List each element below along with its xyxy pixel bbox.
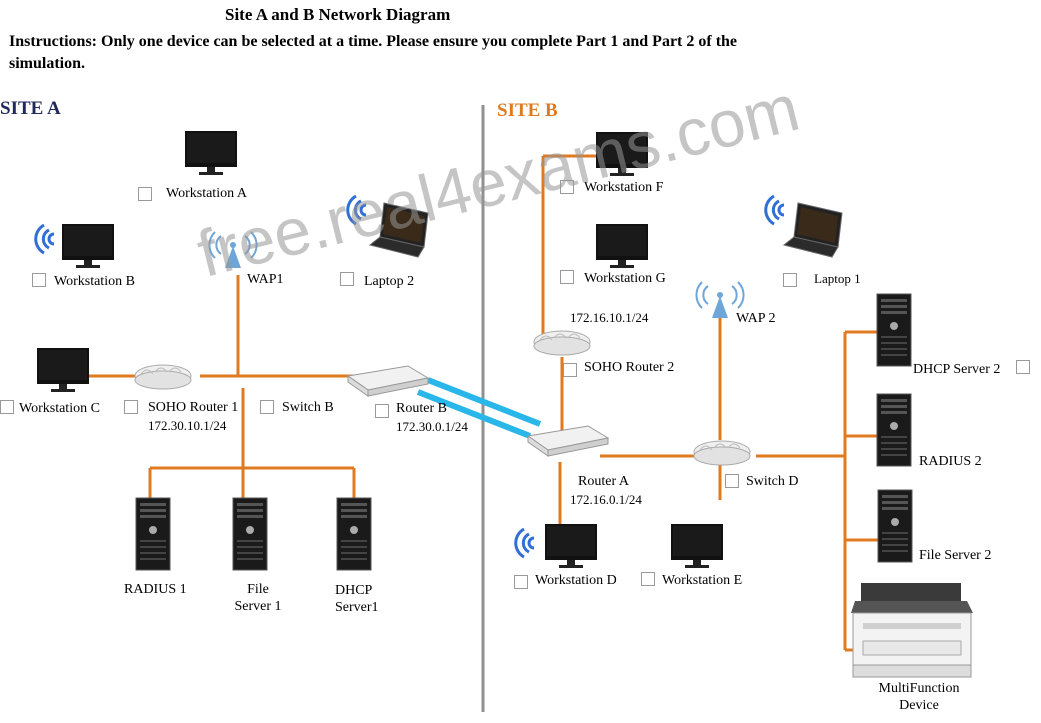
checkbox-workstation-g[interactable] [560,270,574,284]
label-wap1: WAP1 [247,272,284,287]
page-title: Site A and B Network Diagram [225,5,451,24]
file-server-1-server [232,497,268,571]
dhcp-server1-server [336,497,372,571]
label-workstation-f: Workstation F [584,180,664,195]
site-b-cables [541,154,878,652]
radius-2-server [876,393,912,467]
workstation-b-wifi-icon [34,223,56,255]
label-dhcp-server1-line1: DHCP [335,583,373,598]
label-workstation-e: Workstation E [662,573,743,588]
soho-router-2-icon [533,330,591,356]
ip-router-b: 172.30.0.1/24 [396,419,468,434]
instructions-text: Instructions: Only one device can be sel… [9,33,738,72]
label-soho-router-1: SOHO Router 1 [148,400,239,415]
checkbox-workstation-b[interactable] [32,273,46,287]
ip-soho-router-2: 172.16.10.1/24 [570,310,649,325]
label-laptop-1: Laptop 1 [814,271,861,286]
label-file-server-1-line1: File [247,582,269,597]
checkbox-soho-router-2[interactable] [563,363,577,377]
laptop-1-wifi-icon [764,194,786,226]
wan-link [416,377,542,439]
checkbox-workstation-f[interactable] [560,180,574,194]
label-laptop-2: Laptop 2 [364,274,415,289]
checkbox-soho-router-1[interactable] [124,400,138,414]
radius-1-server [135,497,171,571]
label-file-server-1-line2: Server 1 [234,599,282,614]
workstation-d-wifi-icon [514,527,536,559]
workstation-c-monitor [37,348,89,392]
laptop-2-icon [369,202,429,258]
label-wap-2: WAP 2 [736,311,776,326]
label-dhcp-server1-line2: Server1 [335,600,379,615]
checkbox-dhcp-server-2[interactable] [1016,360,1030,374]
checkbox-switch-d[interactable] [725,474,739,488]
label-file-server-1: File Server 1 [226,581,290,615]
site-a-heading: SITE A [0,98,61,119]
label-workstation-c: Workstation C [19,401,100,416]
checkbox-switch-b[interactable] [260,400,274,414]
label-router-b: Router B [396,401,447,416]
label-radius-1: RADIUS 1 [124,582,187,597]
label-dhcp-server-2: DHCP Server 2 [913,362,1001,377]
label-file-server-2: File Server 2 [919,548,992,563]
workstation-g-monitor [596,224,648,268]
workstation-b-monitor [62,224,114,268]
label-switch-b: Switch B [282,400,334,415]
label-workstation-d: Workstation D [535,573,617,588]
label-soho-router-2: SOHO Router 2 [584,360,675,375]
checkbox-router-b[interactable] [375,404,389,418]
switch-d-icon [693,440,751,466]
workstation-a-monitor [185,131,237,175]
workstation-e-monitor [671,524,723,568]
site-a-cables [88,275,356,500]
label-workstation-a: Workstation A [166,186,247,201]
workstation-d-monitor [545,524,597,568]
checkbox-workstation-c[interactable] [0,400,14,414]
label-radius-2: RADIUS 2 [919,454,982,469]
multifunction-device-icon [850,582,974,678]
label-workstation-b: Workstation B [54,274,135,289]
checkbox-workstation-e[interactable] [641,572,655,586]
router-b-icon [347,365,429,397]
router-a-icon [527,425,609,457]
site-b-heading: SITE B [497,100,558,121]
dhcp-server-2-server [876,293,912,367]
file-server-2-server [877,489,913,563]
ip-soho-router-1: 172.30.10.1/24 [148,418,227,433]
ip-router-a: 172.16.0.1/24 [570,492,642,507]
checkbox-laptop-2[interactable] [340,272,354,286]
wap1-icon [208,231,258,269]
laptop-2-wifi-icon [346,194,368,226]
workstation-f-monitor [596,132,648,176]
checkbox-workstation-d[interactable] [514,575,528,589]
label-dhcp-server1: DHCP Server1 [330,582,388,616]
soho-router-1-icon [134,364,192,390]
label-router-a: Router A [578,474,629,489]
label-mfd-line1: MultiFunction [878,681,960,696]
checkbox-workstation-a[interactable] [138,187,152,201]
label-multifunction-device: MultiFunction Device [868,680,970,714]
label-mfd-line2: Device [899,698,939,713]
label-workstation-g: Workstation G [584,271,666,286]
laptop-1-icon [783,202,843,258]
checkbox-laptop-1[interactable] [783,273,797,287]
label-switch-d: Switch D [746,474,799,489]
